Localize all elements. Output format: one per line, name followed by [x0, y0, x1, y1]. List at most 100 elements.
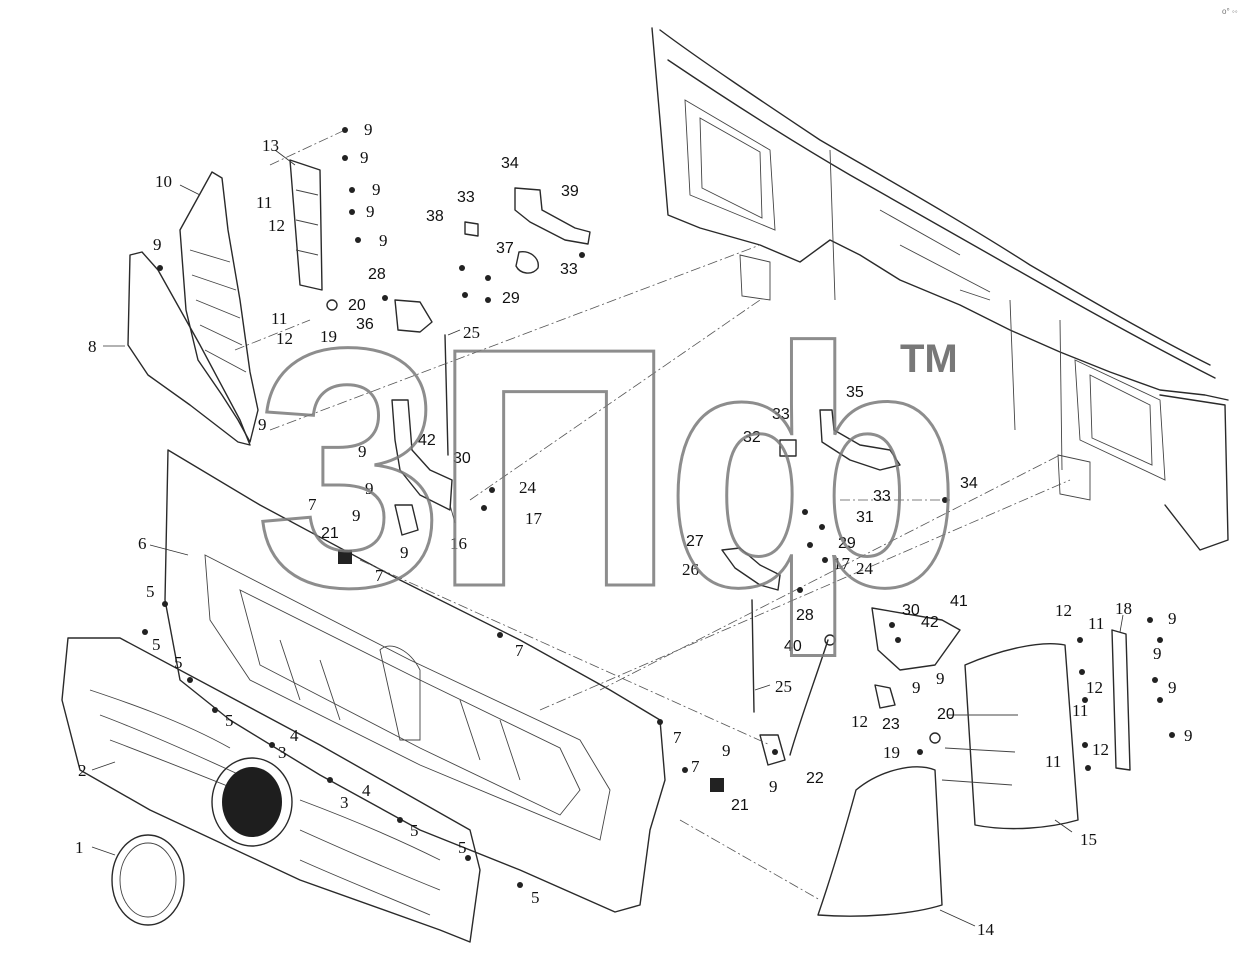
callout-19: 19: [883, 743, 900, 762]
callout-11: 11: [271, 309, 287, 328]
gas-strut-25-left: [444, 334, 449, 456]
callout-9: 9: [360, 148, 369, 167]
callout-11: 11: [1045, 752, 1061, 771]
callout-12: 12: [851, 712, 868, 731]
callout-12: 12: [1055, 601, 1072, 620]
callout-9: 9: [1168, 678, 1177, 697]
callout-9: 9: [372, 180, 381, 199]
callout-23: 23: [882, 716, 900, 733]
callout-38: 38: [426, 208, 444, 225]
callouts: 1 2 3 3 4 4 5 5 5 5 5 5 5 6 7 7 7 7 7 8 …: [75, 120, 1193, 939]
callout-30: 30: [453, 450, 471, 467]
callout-27: 27: [686, 533, 704, 550]
grille-assembly: [61, 637, 481, 943]
callout-7: 7: [375, 566, 384, 585]
callout-15: 15: [1080, 830, 1097, 849]
callout-33: 33: [560, 261, 578, 278]
callout-11: 11: [1072, 701, 1088, 720]
callout-9: 9: [364, 120, 373, 139]
assembly-guide-lines: [234, 129, 1071, 901]
callout-9: 9: [365, 479, 374, 498]
callout-12: 12: [276, 329, 293, 348]
callout-4: 4: [290, 726, 299, 745]
callout-8: 8: [88, 337, 97, 356]
callout-10: 10: [155, 172, 172, 191]
callout-11: 11: [256, 193, 272, 212]
cable-40: [789, 639, 829, 756]
callout-12: 12: [1086, 678, 1103, 697]
callout-7: 7: [691, 757, 700, 776]
callout-39: 39: [561, 183, 579, 200]
callout-25: 25: [775, 677, 792, 696]
callout-16: 16: [450, 534, 467, 553]
callout-29: 29: [838, 535, 856, 552]
callout-33: 33: [873, 488, 891, 505]
callout-18: 18: [1115, 599, 1132, 618]
callout-5: 5: [410, 821, 419, 840]
callout-1: 1: [75, 838, 84, 857]
callout-5: 5: [458, 838, 467, 857]
callout-9: 9: [722, 741, 731, 760]
callout-12: 12: [268, 216, 285, 235]
callout-9: 9: [1168, 609, 1177, 628]
callout-32: 32: [743, 429, 761, 446]
callout-13: 13: [262, 136, 279, 155]
callout-9: 9: [379, 231, 388, 250]
callout-41: 41: [950, 593, 968, 610]
left-trim-panels: [127, 159, 323, 446]
callout-25: 25: [463, 323, 480, 342]
callout-21: 21: [321, 525, 339, 542]
callout-9: 9: [936, 669, 945, 688]
callout-34: 34: [501, 155, 519, 172]
gas-strut-25-right: [751, 599, 755, 713]
callout-12: 12: [1092, 740, 1109, 759]
callout-42: 42: [418, 432, 436, 449]
callout-20: 20: [348, 297, 366, 314]
callout-28: 28: [796, 607, 814, 624]
callout-9: 9: [1184, 726, 1193, 745]
callout-4: 4: [362, 781, 371, 800]
callout-9: 9: [366, 202, 375, 221]
watermark: 3Пф TM: [254, 277, 965, 661]
callout-7: 7: [308, 495, 317, 514]
callout-33: 33: [457, 189, 475, 206]
callout-26: 26: [682, 560, 699, 579]
callout-7: 7: [673, 728, 682, 747]
callout-24: 24: [519, 478, 537, 497]
callout-5: 5: [531, 888, 540, 907]
callout-17: 17: [833, 554, 851, 573]
callout-24: 24: [856, 559, 874, 578]
callout-28: 28: [368, 266, 386, 283]
callout-9: 9: [912, 678, 921, 697]
callout-37: 37: [496, 240, 514, 257]
callout-9: 9: [769, 777, 778, 796]
corner-mark: o° ◦◦: [1222, 7, 1238, 16]
right-corner-panels: [817, 629, 1131, 917]
callout-36: 36: [356, 316, 374, 333]
callout-14: 14: [977, 920, 995, 939]
callout-19: 19: [320, 327, 337, 346]
callout-5: 5: [174, 653, 183, 672]
fasteners: [142, 127, 1175, 888]
callout-29: 29: [502, 290, 520, 307]
front-panel: [164, 449, 666, 913]
callout-6: 6: [138, 534, 147, 553]
callout-7: 7: [515, 641, 524, 660]
callout-34: 34: [960, 475, 978, 492]
callout-5: 5: [146, 582, 155, 601]
watermark-logo: 3Пф: [255, 278, 951, 659]
trademark-mark: TM: [900, 337, 958, 381]
callout-9: 9: [153, 235, 162, 254]
callout-3: 3: [278, 743, 287, 762]
callout-3: 3: [340, 793, 349, 812]
buffer-21-left: [338, 550, 352, 564]
callout-17: 17: [525, 509, 543, 528]
callout-9: 9: [358, 442, 367, 461]
callout-21: 21: [731, 797, 749, 814]
callout-9: 9: [400, 543, 409, 562]
callout-2: 2: [78, 761, 87, 780]
callout-9: 9: [1153, 644, 1162, 663]
callout-42: 42: [921, 614, 939, 631]
